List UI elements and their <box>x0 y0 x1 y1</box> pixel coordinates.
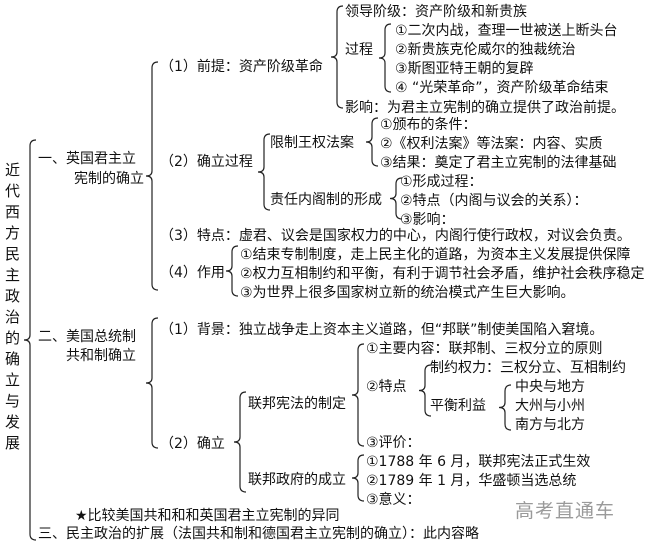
compare-note: ★比较美国共和和和英国君主立宪制的异同 <box>75 508 340 524</box>
government-label: 联邦政府的成立 <box>248 472 346 488</box>
brace <box>145 317 159 449</box>
balance-item: 南方与北方 <box>515 417 585 433</box>
process-item: ④ “光荣革命”，资产阶级革命结束 <box>395 80 609 96</box>
cabinet-item: ③影响： <box>400 212 455 228</box>
premise-impact: 影响：为君主立宪制的确立提供了政治前提。 <box>345 100 625 116</box>
process-item: ①二次内战，查理一世被送上断头台 <box>395 23 618 39</box>
checks: 制约权力：三权分立、互相制约 <box>430 360 626 376</box>
us-establish-label: （2）确立 <box>160 436 225 452</box>
brace <box>418 364 432 417</box>
brace <box>225 245 239 297</box>
brace <box>498 384 512 431</box>
cabinet-label: 责任内阁制的形成 <box>270 192 382 208</box>
brace <box>378 23 392 93</box>
brace <box>233 391 247 493</box>
constitution-content: ①主要内容：联邦制、三权分立的原则 <box>366 341 603 357</box>
bill-item: ②《权利法案》等法案：内容、实质 <box>380 136 603 152</box>
part1-heading-2: 宪制的确立 <box>74 171 144 187</box>
watermark: 高考直通车 <box>515 500 616 522</box>
brace <box>389 177 403 220</box>
role-item: ①结束专制制度，走上民主化的道路，为资本主义发展提供保障 <box>240 247 631 263</box>
brace <box>351 343 365 447</box>
government-item: ①1788 年 6 月，联邦宪法正式生效 <box>366 454 591 470</box>
role-item: ②权力互相制约和平衡，有利于调节社会矛盾，维护社会秩序稳定 <box>240 266 645 282</box>
brace <box>23 139 37 541</box>
evaluation: ③评价： <box>366 435 421 451</box>
part2-heading: 二、美国总统制 <box>38 329 136 345</box>
bill-item: ①颁布的条件： <box>380 117 477 133</box>
leader-class: 领导阶级：资产阶级和新贵族 <box>345 4 527 20</box>
process-label: 过程 <box>345 42 373 58</box>
role-item: ③为世界上很多国家树立新的统治模式产生巨大影响。 <box>240 285 575 301</box>
brace <box>257 133 271 211</box>
process-item: ②新贵族克伦威尔的独裁统治 <box>395 42 576 58</box>
features-label: ②特点 <box>366 379 407 395</box>
balance-label: 平衡利益 <box>430 398 486 414</box>
bill-label: 限制王权法案 <box>270 135 354 151</box>
cabinet-item: ①形成过程： <box>400 174 483 190</box>
brace <box>351 454 365 502</box>
balance-item: 中央与地方 <box>515 379 585 395</box>
cabinet-item: ②特点（内阁与议会的关系）： <box>400 193 588 209</box>
bill-item: ③结果：奠定了君主立宪制的法律基础 <box>380 155 617 171</box>
features: （3）特点：虚君、议会是国家权力的中心，内阁行使行政权，对议会负责。 <box>160 228 631 244</box>
premise-label: （1）前提：资产阶级革命 <box>160 59 323 75</box>
role-label: （4）作用 <box>160 265 225 281</box>
part3-heading: 三、民主政治的扩展（法国共和制和德国君主立宪制的确立）：此内容略 <box>38 526 479 542</box>
part2-heading-2: 共和制确立 <box>66 348 136 364</box>
constitution-label: 联邦宪法的制定 <box>248 396 346 412</box>
brace <box>145 61 159 291</box>
government-item: ③意义： <box>366 492 421 508</box>
part1-heading: 一、英国君主立 <box>38 151 136 167</box>
government-item: ②1789 年 1 月，华盛顿当选总统 <box>366 473 577 489</box>
brace <box>330 5 344 109</box>
process-item: ③斯图亚特王朝的复辟 <box>395 61 534 77</box>
establish-label: （2）确立过程 <box>160 154 253 170</box>
balance-item: 大州与小州 <box>515 398 585 414</box>
background: （1）背景：独立战争走上资本主义道路，但“邦联”制使美国陷入窘境。 <box>160 322 604 338</box>
brace <box>365 117 379 167</box>
main-title: 近代西方民主政治的确立与发展 <box>5 161 21 452</box>
